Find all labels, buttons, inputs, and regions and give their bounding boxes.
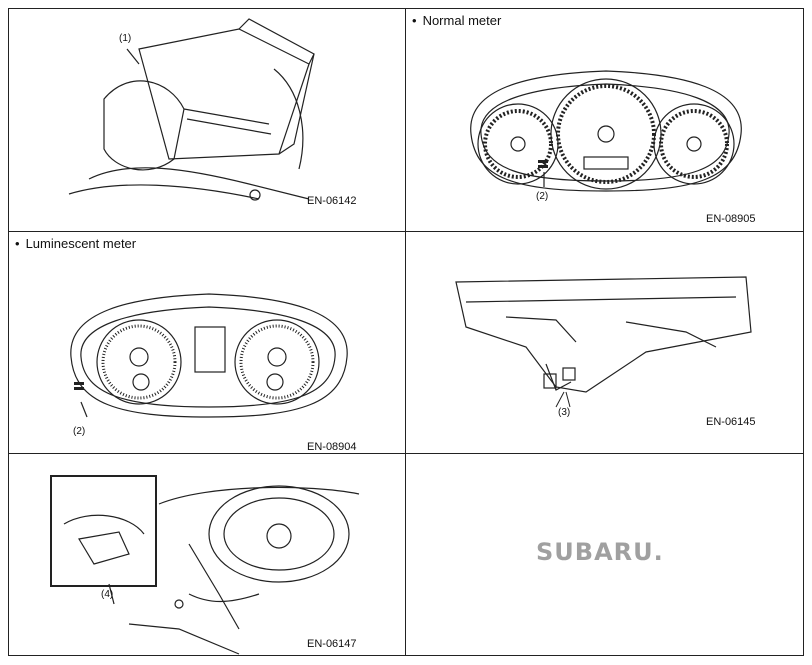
callout-2: (2) (73, 426, 86, 437)
figure-code: EN-06142 (307, 195, 357, 207)
callout-3: (3) (558, 407, 571, 418)
interior-illustration (50, 475, 360, 655)
callout-2: (2) (536, 191, 549, 202)
callout-4: (4) (101, 589, 114, 600)
caption-text: Normal meter (422, 13, 502, 28)
panel-normal-meter: • Normal meter (2) EN-08905 (405, 8, 804, 232)
panel-caption: • Luminescent meter (15, 236, 136, 251)
panel-caption: • Normal meter (412, 13, 501, 28)
connector-illustration (455, 276, 752, 408)
panel-ecm: (1) EN-06142 (8, 8, 406, 232)
figure-code: EN-06145 (706, 416, 756, 428)
luminescent-meter-illustration (70, 293, 348, 418)
panel-luminescent-meter: • Luminescent meter (2) EN-08904 (8, 231, 406, 454)
bullet: • (412, 13, 417, 28)
normal-meter-illustration (470, 70, 742, 192)
figure-code: EN-06147 (307, 638, 357, 650)
caption-text: Luminescent meter (25, 236, 137, 251)
illustration-table: (1) EN-06142 • Normal meter (8, 8, 804, 656)
figure-code: EN-08905 (706, 213, 756, 225)
panel-data-connector: (3) EN-06145 (405, 231, 804, 454)
subaru-logo: SUBARU. (536, 538, 664, 566)
ecm-illustration (68, 18, 315, 201)
figure-code: EN-08904 (307, 441, 357, 453)
bullet: • (15, 236, 20, 251)
panel-logo: SUBARU. (405, 453, 804, 656)
panel-interior-view: (4) EN-06147 (8, 453, 406, 656)
callout-1: (1) (119, 33, 132, 44)
